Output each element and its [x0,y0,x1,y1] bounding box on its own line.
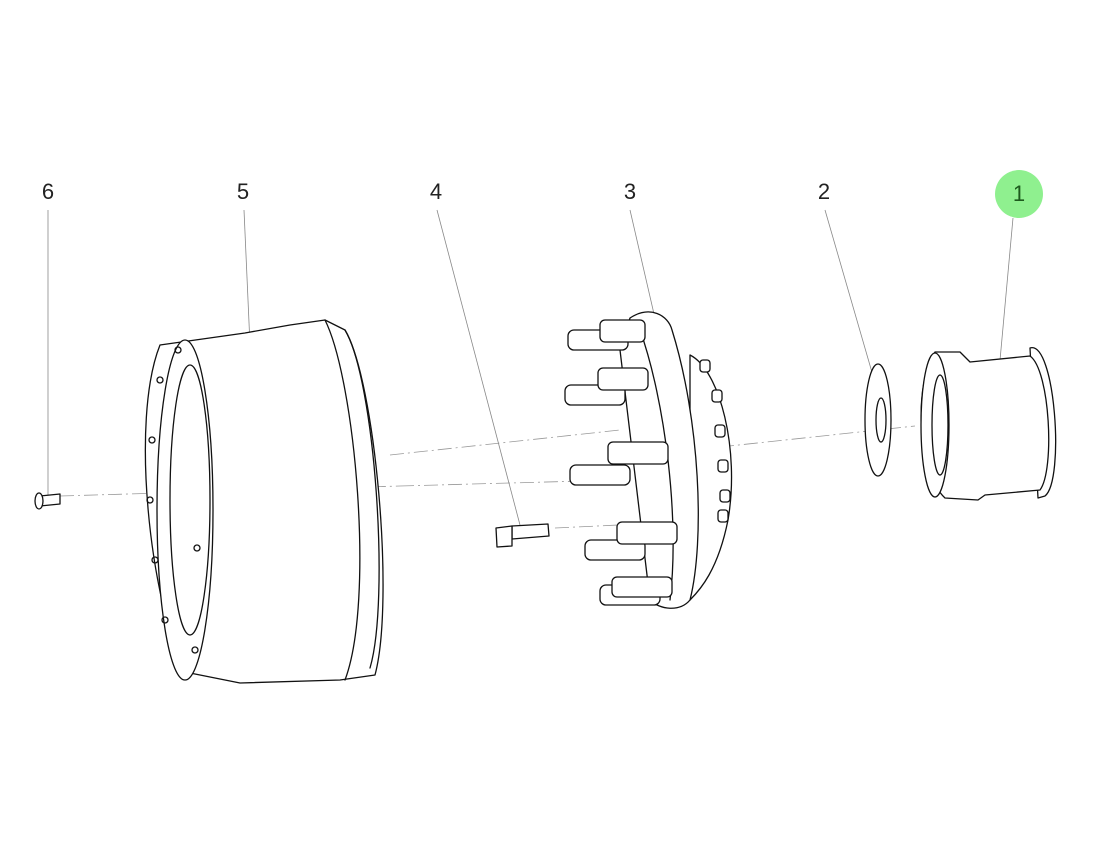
part-2-washer[interactable] [864,363,892,477]
callout-6[interactable]: 6 [41,179,55,204]
part-1-bearing[interactable] [920,347,1057,501]
callout-1-selected[interactable]: 1 [995,170,1043,218]
part-3-wheel-hub[interactable] [564,311,733,609]
callout-4[interactable]: 4 [429,179,443,204]
part-5-brake-drum[interactable] [144,319,384,684]
callout-3[interactable]: 3 [623,179,637,204]
callout-5[interactable]: 5 [236,179,250,204]
part-6-pin[interactable] [34,492,61,510]
part-4-bolt[interactable] [495,523,550,548]
callout-2[interactable]: 2 [817,179,831,204]
